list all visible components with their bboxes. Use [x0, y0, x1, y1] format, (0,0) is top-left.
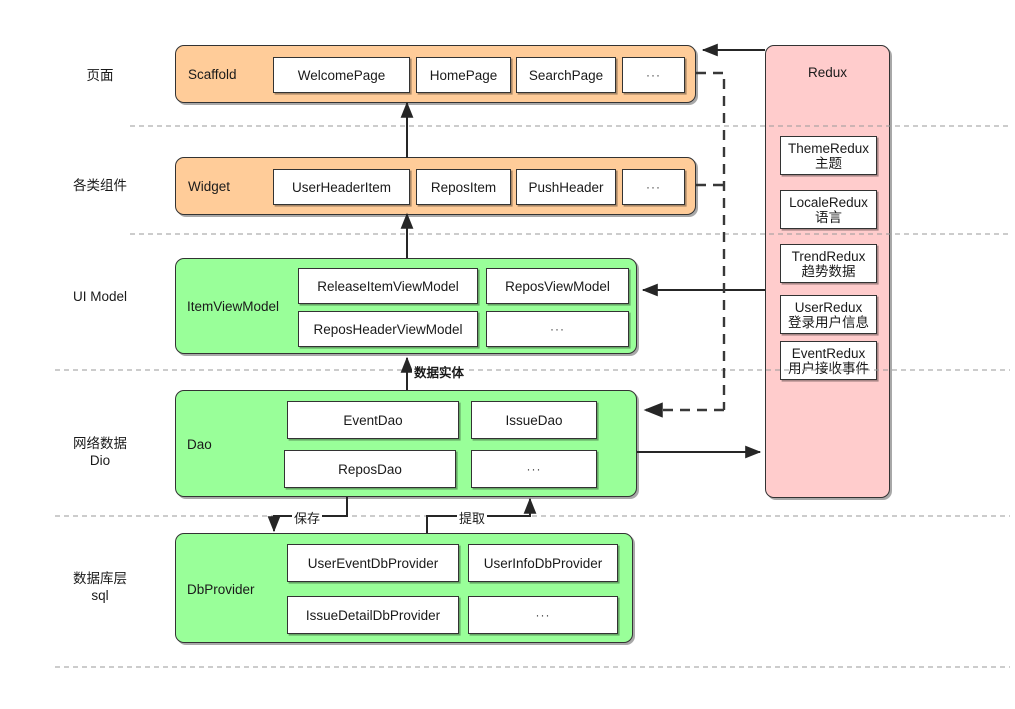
dispatch-bus-group [696, 71, 726, 410]
group-redux-caption: Redux [807, 65, 848, 80]
cell-repos-item[interactable]: ReposItem [416, 169, 511, 205]
group-scaffold-caption: Scaffold [188, 67, 237, 82]
edge-label-save: 保存 [292, 508, 323, 527]
group-itemviewmodel[interactable]: ItemViewModel ReleaseItemViewModel Repos… [175, 258, 637, 354]
cell-repos-dao[interactable]: ReposDao [284, 450, 456, 488]
cell-repos-view-model[interactable]: ReposViewModel [486, 268, 629, 304]
group-widget-caption: Widget [188, 179, 231, 194]
cell-repos-header-view-model[interactable]: ReposHeaderViewModel [298, 311, 478, 347]
group-dbprovider[interactable]: DbProvider UserEventDbProvider UserInfoD… [175, 533, 633, 643]
group-dbprovider-caption: DbProvider [187, 582, 255, 597]
group-dao[interactable]: Dao EventDao IssueDao ReposDao ··· [175, 390, 637, 497]
cell-welcome-page[interactable]: WelcomePage [273, 57, 410, 93]
cell-release-item-view-model[interactable]: ReleaseItemViewModel [298, 268, 478, 304]
cell-issue-detail-db-provider[interactable]: IssueDetailDbProvider [287, 596, 459, 634]
edge-label-fetch: 提取 [457, 508, 488, 527]
cell-viewmodel-more[interactable]: ··· [486, 311, 629, 347]
tier-label-uimodel: UI Model [72, 289, 128, 304]
cell-dbprovider-more[interactable]: ··· [468, 596, 618, 634]
group-widget[interactable]: Widget UserHeaderItem ReposItem PushHead… [175, 157, 696, 215]
tier-label-database: 数据库层 sql [73, 571, 127, 603]
cell-widget-more[interactable]: ··· [622, 169, 685, 205]
cell-user-event-db-provider[interactable]: UserEventDbProvider [287, 544, 459, 582]
group-scaffold[interactable]: Scaffold WelcomePage HomePage SearchPage… [175, 45, 696, 103]
cell-event-dao[interactable]: EventDao [287, 401, 459, 439]
cell-home-page[interactable]: HomePage [416, 57, 511, 93]
dashed-bus-trunk [696, 71, 726, 410]
cell-scaffold-more[interactable]: ··· [622, 57, 685, 93]
cell-push-header[interactable]: PushHeader [516, 169, 616, 205]
cell-user-header-item[interactable]: UserHeaderItem [273, 169, 410, 205]
cell-search-page[interactable]: SearchPage [516, 57, 616, 93]
cell-dao-more[interactable]: ··· [471, 450, 597, 488]
tier-label-network: 网络数据 Dio [73, 436, 127, 468]
cell-issue-dao[interactable]: IssueDao [471, 401, 597, 439]
cell-user-info-db-provider[interactable]: UserInfoDbProvider [468, 544, 618, 582]
group-dao-caption: Dao [187, 437, 212, 452]
tier-label-page: 页面 [86, 68, 114, 83]
edge-label-data-entity: 数据实体 [412, 362, 467, 381]
group-itemviewmodel-caption: ItemViewModel [187, 299, 280, 314]
tier-label-widget: 各类组件 [73, 178, 127, 193]
